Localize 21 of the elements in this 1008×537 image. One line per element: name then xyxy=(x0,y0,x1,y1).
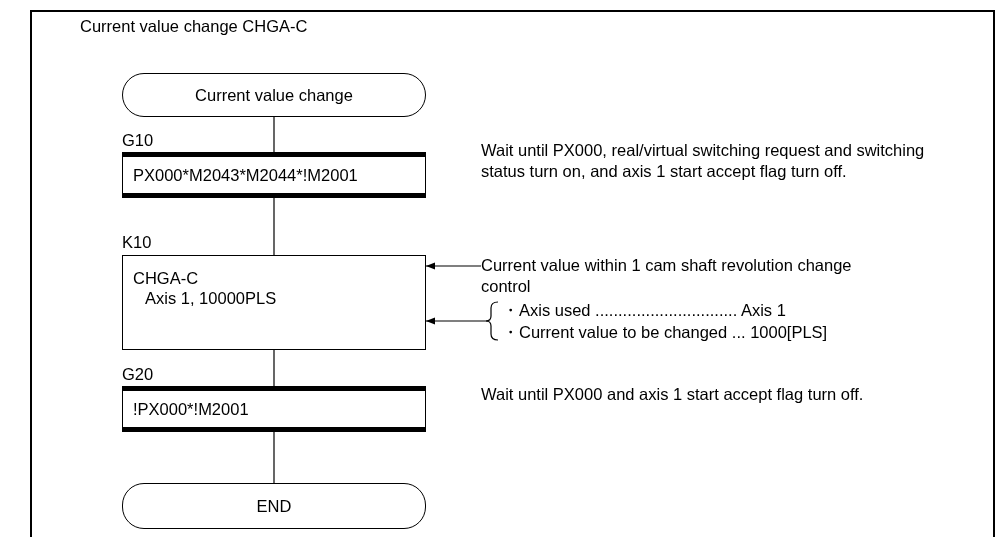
program-line: CHGA-C xyxy=(133,268,200,288)
program-line: Axis 1, 10000PLS xyxy=(144,288,278,308)
diagram-title: Current value change CHGA-C xyxy=(80,17,308,36)
terminal-label: Current value change xyxy=(195,85,353,105)
connector-line xyxy=(273,349,275,387)
terminal-label: END xyxy=(256,496,292,516)
step-number: K10 xyxy=(122,233,152,251)
program-line: !PX000*!M2001 xyxy=(133,399,250,419)
step-number: G10 xyxy=(122,131,154,149)
parameter-item: ・Current value to be changed ... 1000[PLS] xyxy=(502,322,829,343)
connector-line xyxy=(273,116,275,153)
note-text: Wait until PX000 and axis 1 start accept flag turn off. xyxy=(481,384,865,405)
arrow xyxy=(425,317,489,325)
program-line: PX000*M2043*M2044*!M2001 xyxy=(133,165,359,185)
connector-line xyxy=(273,431,275,484)
connector-line xyxy=(273,197,275,256)
arrow xyxy=(425,262,482,270)
callout-text: Current value within 1 cam shaft revolution change control xyxy=(481,255,901,297)
step-number: G20 xyxy=(122,365,154,383)
note-text: Wait until PX000, real/virtual switching request and switching status turn on, and axis 1 start accept flag turn off. xyxy=(481,140,926,182)
parameter-item: ・Axis used ............................... Axis 1 xyxy=(502,300,787,321)
